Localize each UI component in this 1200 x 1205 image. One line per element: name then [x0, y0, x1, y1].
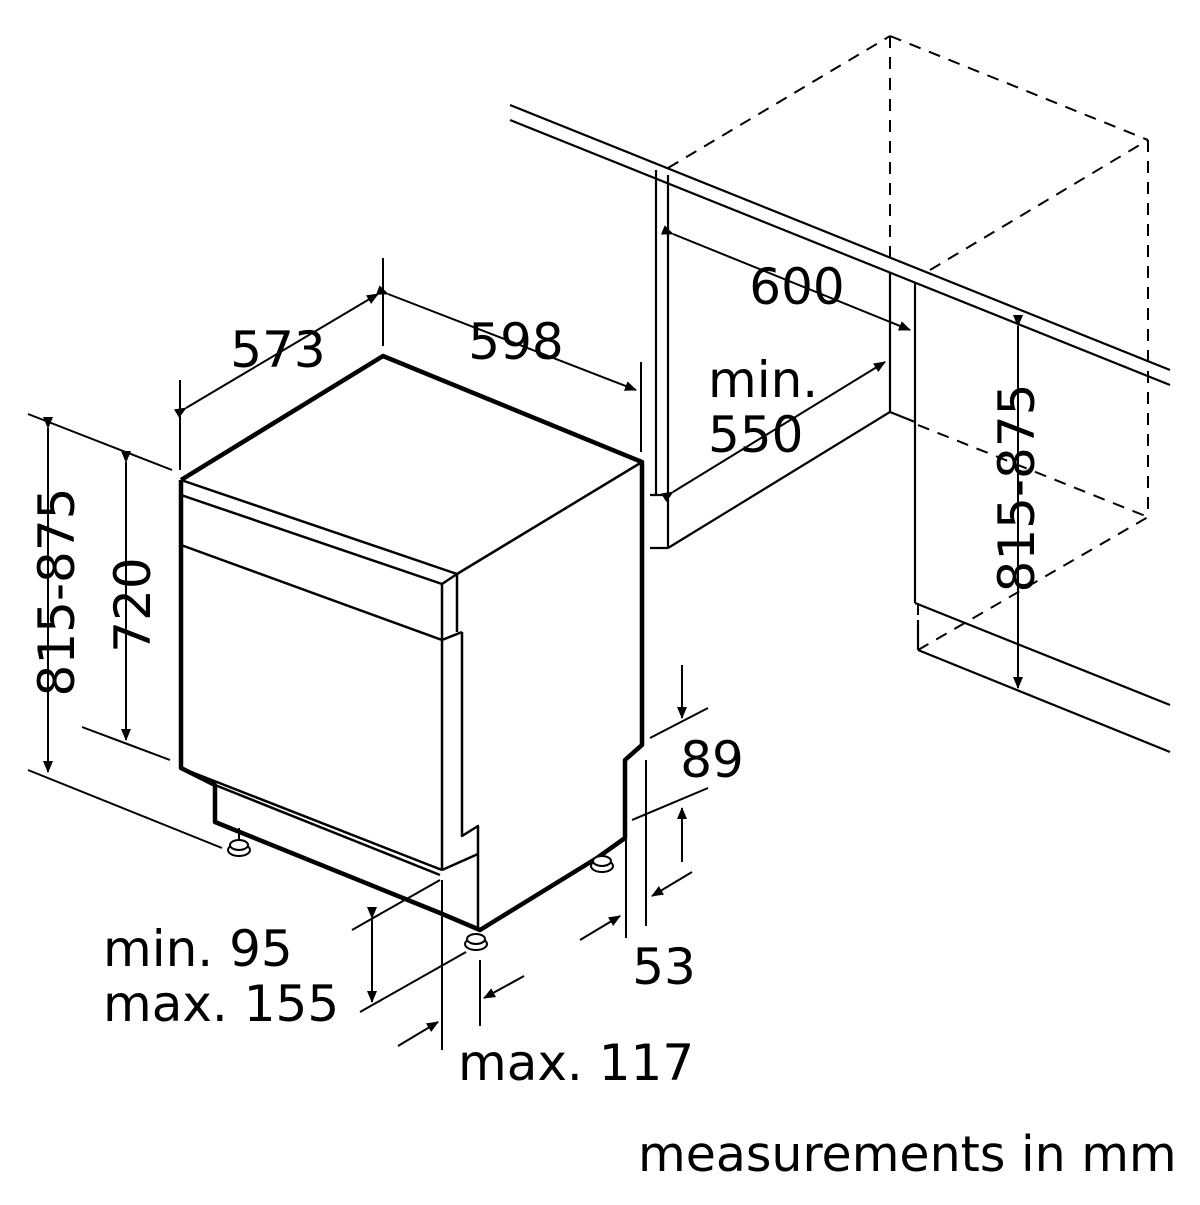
label-width-front: 598	[468, 313, 563, 371]
label-niche-height: 815-875	[988, 384, 1046, 593]
niche-hidden-edges	[667, 35, 1149, 651]
dishwasher-body	[178, 353, 645, 933]
label-body-height: 720	[104, 557, 162, 652]
label-niche-depth-line1: min.	[708, 351, 818, 409]
dimension-lines	[27, 225, 1023, 1050]
label-foot-offset: max. 117	[458, 1034, 694, 1092]
label-niche-depth-line2: 550	[708, 406, 803, 464]
label-niche-width: 600	[749, 258, 844, 316]
label-plinth-top: 89	[680, 731, 744, 789]
adjustable-feet	[227, 828, 614, 951]
units-note: measurements in mm	[638, 1126, 1177, 1183]
niche-outline	[509, 103, 1171, 754]
label-total-height: 815-875	[28, 488, 86, 697]
label-width-depth: 573	[230, 321, 325, 379]
label-plinth-depth: 53	[632, 938, 696, 996]
label-foot-height-min: min. 95	[103, 920, 293, 978]
label-foot-height-max: max. 155	[103, 975, 339, 1033]
